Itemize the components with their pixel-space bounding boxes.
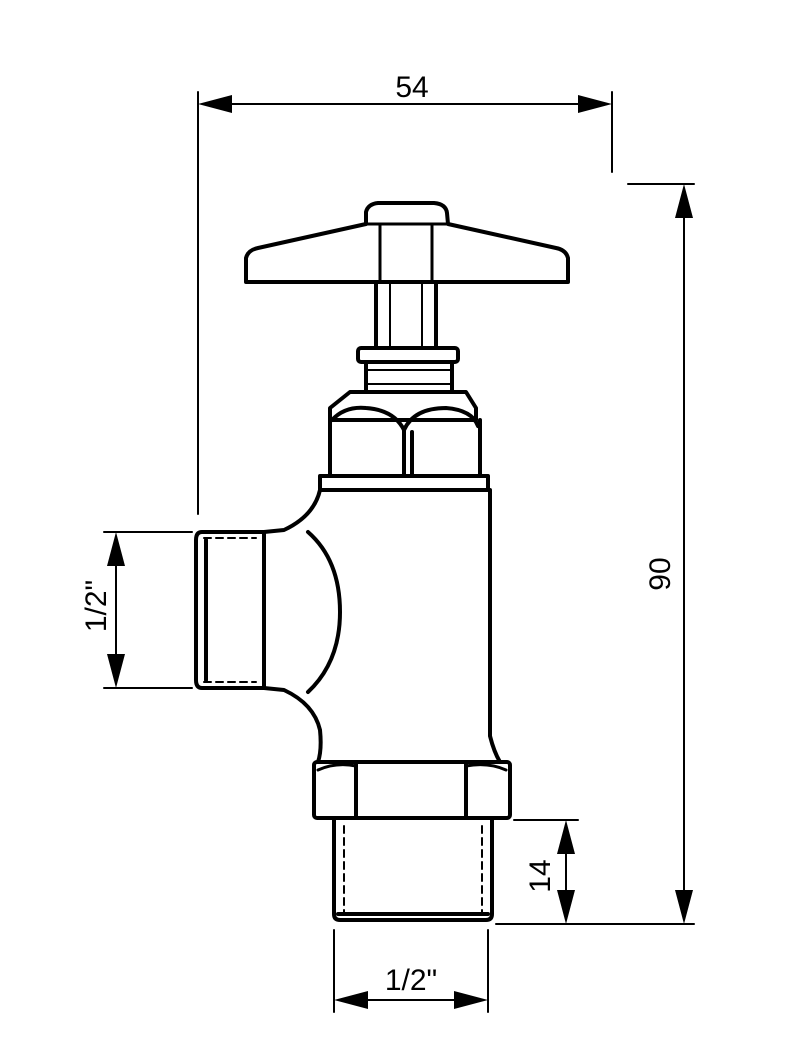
bottom-outlet-label: 1/2" bbox=[385, 964, 437, 997]
valve-body bbox=[262, 488, 502, 764]
overall-height-label: 90 bbox=[644, 557, 677, 590]
dimension-bottom-outlet: 1/2" bbox=[333, 929, 489, 1013]
spindle bbox=[374, 280, 438, 350]
bottom-outlet-thread bbox=[332, 816, 494, 922]
bottom-thread-length-label: 14 bbox=[524, 859, 557, 892]
gland-nut bbox=[356, 346, 460, 394]
bonnet-hex-nut bbox=[318, 390, 490, 492]
dimension-overall-height: 90 bbox=[495, 183, 695, 925]
side-inlet-label: 1/2" bbox=[80, 580, 113, 632]
valve-outline bbox=[194, 201, 570, 922]
side-inlet-thread bbox=[194, 530, 266, 690]
dimension-bottom-thread-length: 14 bbox=[513, 819, 579, 924]
lower-hex-nut bbox=[312, 760, 512, 820]
t-handle bbox=[244, 201, 570, 284]
dimension-side-inlet: 1/2" bbox=[80, 531, 193, 689]
overall-width-label: 54 bbox=[395, 71, 428, 104]
dimension-overall-width: 54 bbox=[197, 71, 613, 515]
